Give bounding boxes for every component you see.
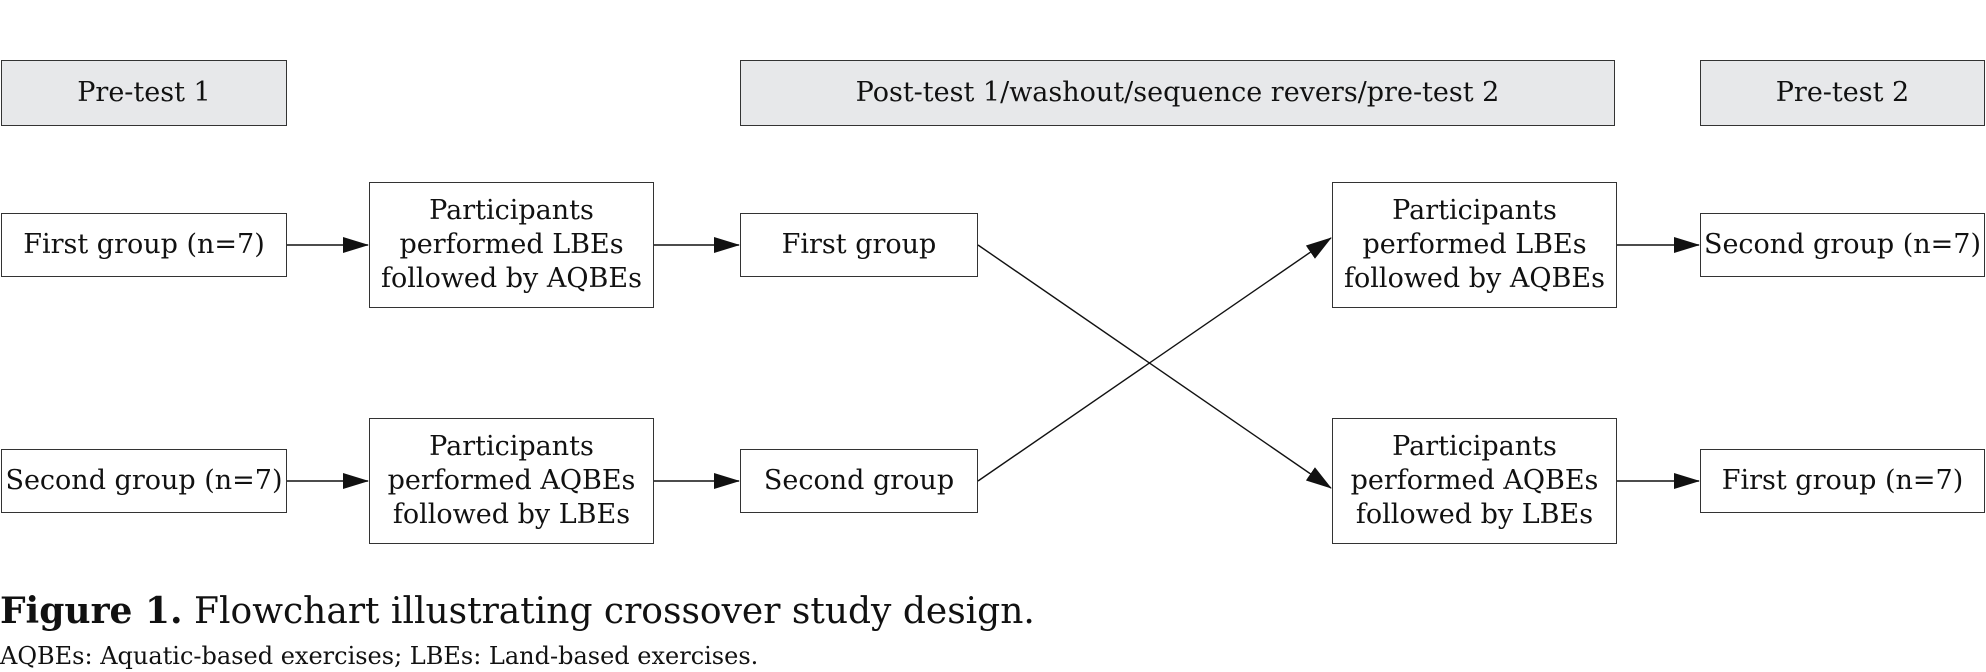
- intervention-aqbe-lbe-box-2: Participants performed AQBEs followed by…: [1332, 418, 1617, 544]
- header-pretest-2: Pre-test 2: [1700, 60, 1985, 126]
- arrow-crossover-second-to-lbe: [977, 237, 1332, 482]
- figure-caption-label: Figure 1.: [0, 590, 183, 632]
- intervention-lbe-aqbe-label-2: Participants performed LBEs followed by …: [1344, 195, 1605, 294]
- outcome-second-group-label: Second group (n=7): [1703, 229, 1982, 260]
- figure-caption: Figure 1. Flowchart illustrating crossov…: [0, 590, 1035, 633]
- header-posttest-washout-label: Post-test 1/washout/sequence revers/pre-…: [855, 77, 1500, 108]
- washout-second-group-box: Second group: [740, 449, 978, 513]
- first-group-label: First group (n=7): [23, 229, 265, 260]
- intervention-lbe-aqbe-label-1: Participants performed LBEs followed by …: [381, 195, 642, 294]
- arrow-crossover-first-to-aqbe: [977, 244, 1332, 489]
- intervention-aqbe-lbe-label-2: Participants performed AQBEs followed by…: [1350, 431, 1599, 530]
- header-pretest-1: Pre-test 1: [1, 60, 287, 126]
- intervention-aqbe-lbe-box-1: Participants performed AQBEs followed by…: [369, 418, 654, 544]
- outcome-first-group-box: First group (n=7): [1700, 449, 1985, 513]
- abbreviations-note: AQBEs: Aquatic-based exercises; LBEs: La…: [0, 642, 759, 670]
- second-group-label: Second group (n=7): [5, 465, 283, 496]
- header-pretest-1-label: Pre-test 1: [77, 77, 211, 108]
- intervention-aqbe-lbe-label-1: Participants performed AQBEs followed by…: [387, 431, 636, 530]
- washout-first-group-box: First group: [740, 213, 978, 277]
- second-group-box: Second group (n=7): [1, 449, 287, 513]
- header-posttest-washout: Post-test 1/washout/sequence revers/pre-…: [740, 60, 1615, 126]
- header-pretest-2-label: Pre-test 2: [1775, 77, 1910, 108]
- first-group-box: First group (n=7): [1, 213, 287, 277]
- outcome-second-group-box: Second group (n=7): [1700, 213, 1985, 277]
- washout-first-group-label: First group: [781, 229, 937, 260]
- intervention-lbe-aqbe-box-1: Participants performed LBEs followed by …: [369, 182, 654, 308]
- outcome-first-group-label: First group (n=7): [1721, 465, 1964, 496]
- figure-caption-text: Flowchart illustrating crossover study d…: [182, 591, 1035, 632]
- washout-second-group-label: Second group: [763, 465, 955, 496]
- intervention-lbe-aqbe-box-2: Participants performed LBEs followed by …: [1332, 182, 1617, 308]
